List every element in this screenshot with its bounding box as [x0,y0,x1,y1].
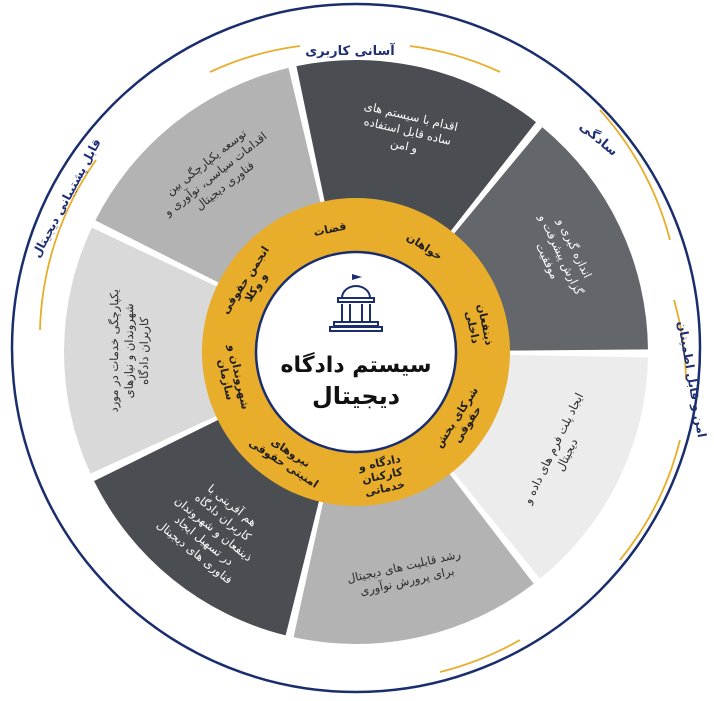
segment-text-7: یکپارچگی خدمات در موردشهروندان و نیازهای… [107,289,153,412]
segment-2 [296,59,537,234]
segment-3 [451,127,648,351]
outer-arcs [39,45,687,673]
segment-ring: توسعه یکپارچگی بیناقدامات سیاسی، نوآوری … [63,59,648,644]
center-circle [254,250,458,454]
segment-5 [293,471,534,644]
center-title-line1: سیستم دادگاه [280,351,431,378]
segment-4 [450,354,648,579]
center-title-line2: دیجیتال [312,382,400,410]
segment-7 [63,227,221,474]
outer-label-usability: آسانی کاربری [305,42,395,59]
courthouse-icon [329,274,383,332]
